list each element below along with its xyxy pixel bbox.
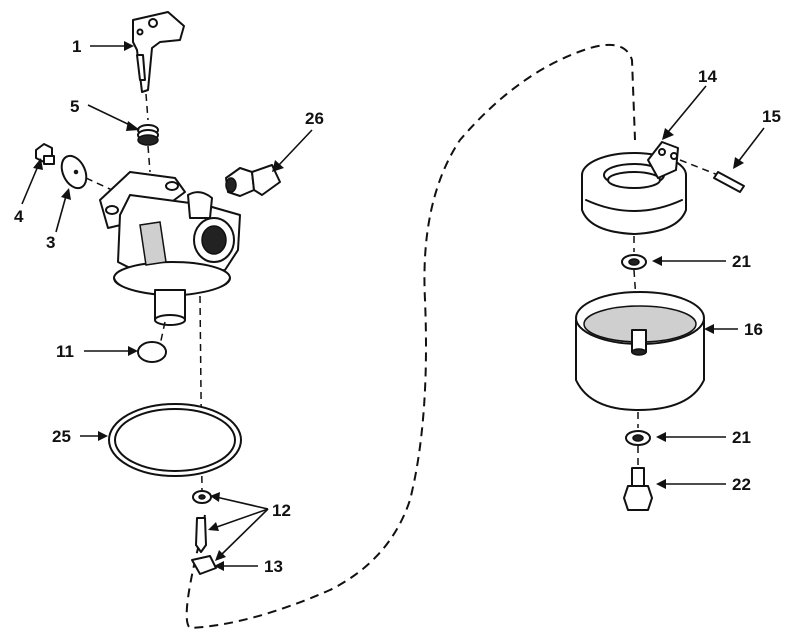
fitting-part	[225, 164, 281, 197]
float-part	[581, 141, 687, 235]
callout-21-upper: 21	[732, 252, 751, 271]
float-bowl-part	[575, 291, 705, 411]
callout-11: 11	[56, 342, 74, 361]
callout-14: 14	[698, 67, 717, 86]
part-1-axis-line	[145, 93, 149, 121]
assembly-loop-dashed-line	[185, 44, 636, 630]
shutter-plate-part	[60, 154, 88, 190]
needle-seat-part	[192, 490, 212, 553]
spring-part	[137, 124, 159, 146]
callout-21-lower: 21	[732, 428, 751, 447]
gasket-ring-part	[108, 403, 242, 477]
callout-26: 26	[305, 109, 324, 128]
callout-22: 22	[732, 475, 751, 494]
bowl-nut-part	[623, 467, 653, 511]
screw-part	[35, 143, 55, 165]
carburetor-body-part	[99, 171, 241, 326]
throttle-shaft-part	[132, 11, 185, 93]
part-3-axis-line	[85, 177, 113, 191]
callout-15: 15	[762, 107, 781, 126]
callout-4: 4	[14, 207, 24, 226]
plug-part	[137, 341, 167, 363]
callout-16: 16	[744, 320, 763, 339]
washer-upper-part	[621, 254, 647, 270]
leader-lines	[21, 41, 765, 571]
callout-12: 12	[272, 501, 291, 520]
callout-13: 13	[264, 557, 283, 576]
callout-25: 25	[52, 427, 71, 446]
clip-part	[191, 555, 217, 575]
callout-3: 3	[46, 233, 55, 252]
part-5-axis-line	[147, 145, 151, 173]
body-axis-line-left	[159, 321, 166, 346]
hinge-pin-part	[679, 159, 745, 193]
washer-lower-part	[625, 430, 651, 446]
callout-5: 5	[70, 97, 79, 116]
callout-1: 1	[72, 37, 81, 56]
